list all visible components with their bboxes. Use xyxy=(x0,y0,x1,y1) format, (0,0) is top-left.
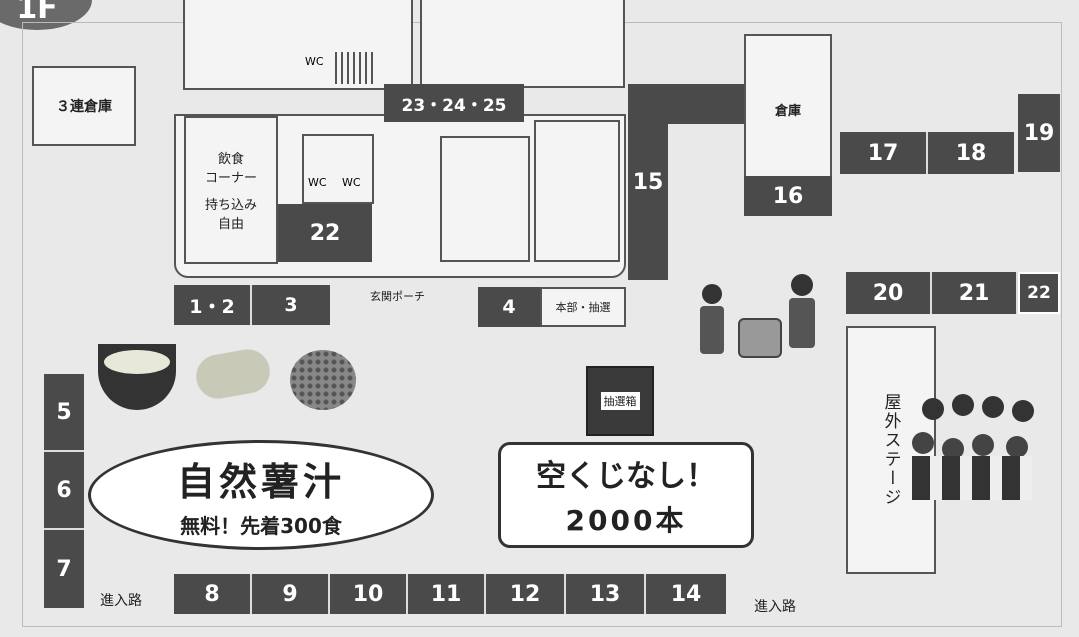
lottery-sub: 2000本 xyxy=(565,504,687,537)
booth-10: 10 xyxy=(330,574,408,614)
building-north-right xyxy=(420,0,625,88)
booth-18: 18 xyxy=(928,132,1014,174)
mortar-icon xyxy=(738,318,782,358)
mochi-pounder-figure-1 xyxy=(694,284,730,358)
lottery-box-label: 抽選箱 xyxy=(600,392,640,410)
storage-label: 倉庫 xyxy=(774,104,801,119)
food-corner-label: 飲食 コーナー xyxy=(204,152,257,186)
outdoor-stage-label: 屋外ステージ xyxy=(880,393,901,507)
booth-12: 12 xyxy=(486,574,566,614)
entrance-porch-label: 玄関ポーチ xyxy=(370,290,425,303)
warehouse-3: ３連倉庫 xyxy=(32,66,136,146)
bring-in-label: 持ち込み 自由 xyxy=(204,198,257,232)
wc-label-2: WC xyxy=(342,176,361,189)
booth-1-2: 1・2 xyxy=(174,285,252,325)
approach-right: 進入路 xyxy=(754,599,796,615)
booth-13: 13 xyxy=(566,574,646,614)
soup-bowl-icon xyxy=(98,344,176,410)
booth-5: 5 xyxy=(44,374,84,452)
booth-15: 15 xyxy=(628,84,668,280)
lottery-title: 空くじなし！ xyxy=(536,459,716,494)
soup-sub: 無料！先着300食 xyxy=(180,514,342,538)
booth-22-inner: 22 xyxy=(278,204,372,262)
booth-8: 8 xyxy=(174,574,252,614)
floor-label: 1F xyxy=(16,0,58,26)
booth-6: 6 xyxy=(44,452,84,530)
booth-22-east: 22 xyxy=(1018,272,1060,314)
approach-left: 進入路 xyxy=(100,593,142,609)
booth-9: 9 xyxy=(252,574,330,614)
wc-block: WC WC xyxy=(302,134,374,204)
booth-19: 19 xyxy=(1018,94,1060,172)
stairs-icon xyxy=(335,52,375,84)
building-north-left xyxy=(183,0,413,90)
booth-23-24-25: 23・24・25 xyxy=(384,84,524,122)
floor-badge: 1F xyxy=(0,0,92,30)
soup-title: 自然薯汁 xyxy=(176,460,345,504)
beans-icon xyxy=(290,350,356,410)
wc-label-1: WC xyxy=(308,176,327,189)
booth-14: 14 xyxy=(646,574,726,614)
lottery-promo: 空くじなし！ 2000本 xyxy=(498,442,754,548)
lottery-box-icon: 抽選箱 xyxy=(586,366,654,436)
booth-20: 20 xyxy=(846,272,932,314)
booth-16: 16 xyxy=(744,176,832,216)
booth-11: 11 xyxy=(408,574,486,614)
warehouse-3-label: ３連倉庫 xyxy=(56,99,112,115)
room-east-a xyxy=(440,136,530,262)
room-east-b xyxy=(534,120,620,262)
booth-7: 7 xyxy=(44,530,84,608)
hq-lottery: 本部・抽選 xyxy=(540,287,626,327)
wc-top: WC xyxy=(305,55,324,68)
choir-icon xyxy=(912,394,1052,508)
food-corner-room: 飲食 コーナー 持ち込み 自由 xyxy=(184,116,278,264)
booth-4: 4 xyxy=(478,287,540,327)
hq-lottery-label: 本部・抽選 xyxy=(555,301,611,314)
booth-3: 3 xyxy=(252,285,330,325)
soup-promo: 自然薯汁 無料！先着300食 xyxy=(88,440,434,550)
booth-21: 21 xyxy=(932,272,1018,314)
booth-17: 17 xyxy=(840,132,928,174)
mochi-pounder-figure-2 xyxy=(782,274,822,352)
